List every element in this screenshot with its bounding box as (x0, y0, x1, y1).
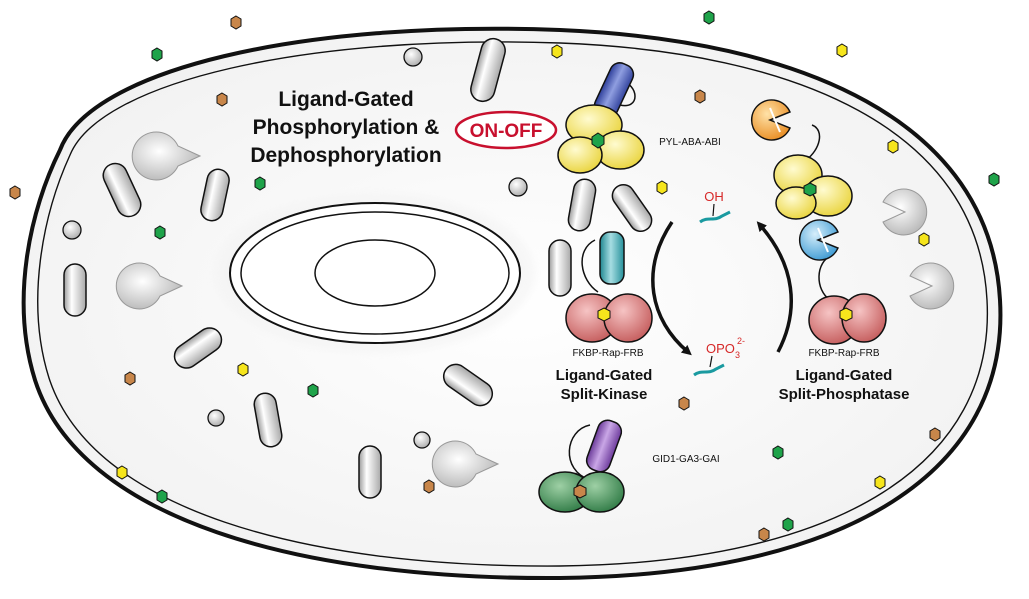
substrate-phosphate: OPO 3 2- (693, 336, 745, 377)
ligand-green (772, 445, 784, 460)
pyl-aba-abi-construct: PYL-ABA-ABI (557, 62, 721, 174)
organelle-rod (611, 183, 653, 233)
ligand-yellow (597, 307, 611, 322)
phosphorylation-cycle (651, 221, 793, 356)
ligand-green (703, 10, 715, 25)
teal-domain (599, 231, 625, 285)
ligand-yellow (918, 232, 930, 247)
vesicle (207, 409, 225, 427)
organelle-rod (548, 239, 572, 297)
ligand-yellow (551, 44, 563, 59)
ligand-green (151, 47, 163, 62)
organelle-rod (200, 168, 230, 222)
pyl-phosphatase-construct (750, 99, 853, 220)
proteasomes (115, 131, 955, 488)
pyl-aba-abi-label: PYL-ABA-ABI (659, 137, 721, 148)
ligand-green (591, 132, 605, 149)
ligand-orange (573, 484, 587, 499)
split-phosphatase-line-2: Split-Phosphatase (779, 386, 910, 403)
split-kinase-label: Ligand-Gated Split-Kinase (556, 367, 653, 403)
title-line-1: Ligand-Gated (278, 88, 413, 111)
ligand-orange (423, 479, 435, 494)
vesicle (508, 177, 528, 197)
ligand-green (156, 489, 168, 504)
red-domain (603, 293, 653, 343)
fkbp-kinase-construct: FKBP-Rap-FRB (565, 231, 653, 359)
gid1-ga3-gai-label: GID1-GA3-GAI (652, 454, 719, 465)
ligand-yellow (656, 180, 668, 195)
nucleus (215, 193, 535, 353)
ligand-orange (929, 427, 941, 442)
ligand-green (988, 172, 1000, 187)
diagram-title: Ligand-Gated Phosphorylation & Dephospho… (250, 88, 441, 167)
title-line-3: Dephosphorylation (250, 144, 441, 167)
proteasome (131, 131, 202, 181)
phosphate-subscript: 3 (735, 350, 740, 360)
hydroxyl-text: OH (704, 189, 724, 204)
ligands (9, 10, 1000, 542)
proteasome (431, 440, 500, 488)
dephosphorylation-arrow (756, 221, 793, 353)
fkbp-phosphatase-construct: FKBP-Rap-FRB (798, 219, 887, 359)
organelle-rod (253, 392, 283, 448)
proteasome (909, 262, 955, 310)
split-phosphatase-label: Ligand-Gated Split-Phosphatase (779, 367, 910, 403)
substrate-chain (699, 210, 731, 224)
organelles (63, 37, 653, 499)
title-line-2: Phosphorylation & (253, 116, 440, 139)
ligand-yellow (887, 139, 899, 154)
substrate-hydroxyl: OH (699, 189, 731, 224)
ligand-green (803, 182, 817, 197)
yellow-domain (775, 186, 817, 220)
organelle-rod (102, 162, 142, 218)
organelle-rod (442, 363, 494, 407)
ligand-green (782, 517, 794, 532)
vesicle (413, 431, 431, 449)
ligand-orange (9, 185, 21, 200)
fkbp-phosphatase-label: FKBP-Rap-FRB (808, 348, 879, 359)
ligand-yellow (836, 43, 848, 58)
ligand-orange (230, 15, 242, 30)
proteasome (115, 262, 184, 310)
ligand-green (307, 383, 319, 398)
split-phosphatase-line-1: Ligand-Gated (796, 367, 893, 384)
ligand-orange (694, 89, 706, 104)
organelle-rod (470, 37, 506, 103)
organelle-rod (358, 445, 382, 499)
phosphate-text: OPO (706, 341, 735, 356)
fkbp-kinase-label: FKBP-Rap-FRB (572, 348, 643, 359)
phosphate-charge: 2- (737, 336, 745, 346)
yellow-domain (557, 136, 603, 174)
organelle-rod (173, 327, 223, 369)
vesicle (62, 220, 82, 240)
organelle-rod (567, 178, 597, 232)
vesicles (62, 47, 528, 449)
ligand-orange (758, 527, 770, 542)
ligand-orange (216, 92, 228, 107)
ligand-green (154, 225, 166, 240)
split-kinase-line-2: Split-Kinase (561, 386, 648, 403)
ligand-yellow (237, 362, 249, 377)
light-blue-domain (798, 219, 839, 261)
ligand-green (254, 176, 266, 191)
orange-domain (750, 99, 791, 141)
organelle-rod (63, 263, 87, 317)
phosphorylation-arrow (651, 221, 692, 356)
ligand-yellow (839, 307, 853, 322)
proteasome (882, 188, 928, 236)
on-off-text: ON-OFF (470, 121, 543, 142)
split-kinase-line-1: Ligand-Gated (556, 367, 653, 384)
substrate-chain (693, 363, 725, 377)
vesicle (403, 47, 423, 67)
ligand-orange (124, 371, 136, 386)
purple-domain (585, 419, 623, 473)
ligand-orange (678, 396, 690, 411)
ligand-yellow (116, 465, 128, 480)
gid1-ga3-gai-construct: GID1-GA3-GAI (538, 419, 720, 513)
ligand-yellow (874, 475, 886, 490)
on-off-badge: ON-OFF (454, 110, 558, 150)
